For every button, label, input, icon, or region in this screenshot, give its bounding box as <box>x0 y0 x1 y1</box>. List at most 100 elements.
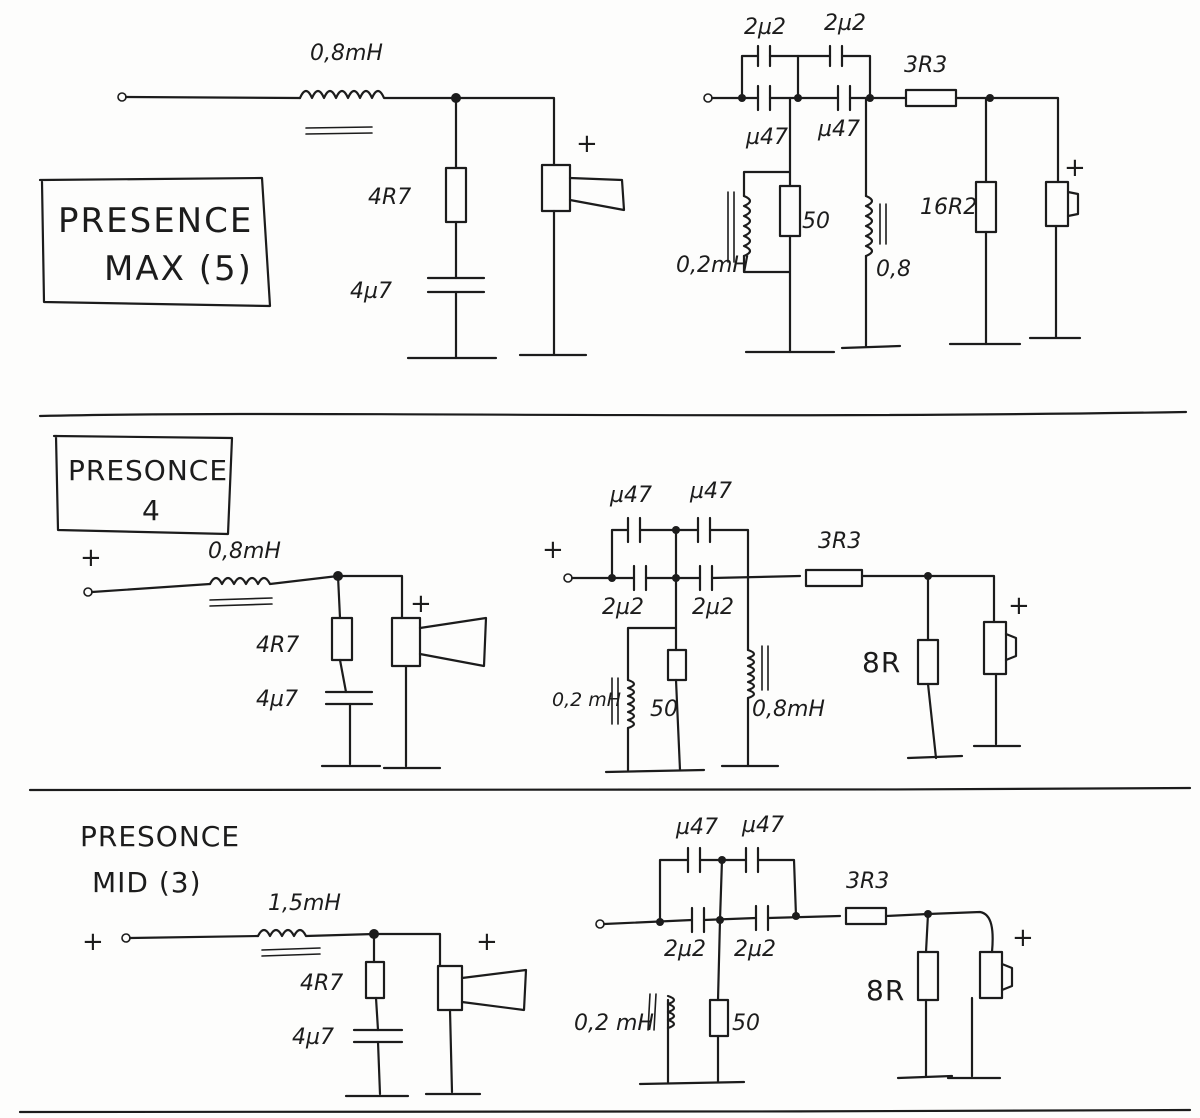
section-title-line1: PRESENCE <box>58 201 253 241</box>
cap-bottom-right <box>836 84 852 112</box>
inductor-core-lines <box>261 947 321 957</box>
speaker-plus-label: + <box>576 129 598 159</box>
inductor-core-lines <box>727 191 735 263</box>
tweeter-input-terminal <box>703 93 713 103</box>
cap-bottom-left <box>632 564 648 592</box>
input-plus-label: + <box>82 927 104 957</box>
shunt-resistor-label: 50 <box>732 1011 760 1036</box>
ground-line <box>604 768 706 774</box>
tweeter-input-terminal <box>563 573 573 583</box>
tweeter-top-wire <box>658 858 798 924</box>
shunt-resistor-label: 4R7 <box>300 971 343 996</box>
shunt-network-wire <box>626 576 682 772</box>
inductor-core-lines <box>761 645 769 691</box>
speaker-return-wire <box>424 1008 482 1096</box>
tweeter-network: 2µ2 2µ2 µ47 µ47 3R3 0,2mH 50 0,8 16R2 <box>676 11 1086 354</box>
shunt-resistor <box>708 998 730 1038</box>
cap-bottom-right <box>698 564 714 592</box>
tweeter-output-wire <box>954 96 1060 184</box>
cap-top-left <box>686 846 702 874</box>
tweeter-main-wire <box>570 574 802 580</box>
tweeter-speaker <box>1044 180 1070 228</box>
inductor-label: 1,5mH <box>268 891 341 916</box>
speaker-plus-label: + <box>1064 153 1086 183</box>
shunt-inductor-right-label: 0,8mH <box>752 697 825 722</box>
junction-dot <box>656 918 664 926</box>
shunt-capacitor-label: 4µ7 <box>350 279 392 304</box>
tweeter-speaker <box>978 950 1004 1000</box>
speaker-plus-label: + <box>1012 923 1034 953</box>
junction-dot <box>986 94 994 102</box>
tweeter-top-wire <box>740 54 872 100</box>
series-inductor <box>208 574 340 586</box>
junction-dot <box>866 94 874 102</box>
shunt-inductor-left <box>666 994 676 1030</box>
series-resistor-label: 3R3 <box>818 529 861 554</box>
shunt-inductor-right <box>864 194 874 258</box>
tweeter-network: + µ47 µ47 2µ2 2µ2 3R3 0,2 mH 5 <box>542 479 1030 774</box>
cap-top-left <box>756 44 772 68</box>
speaker-return-wire <box>382 664 442 770</box>
shunt-resistor-label: 4R7 <box>368 185 411 210</box>
cap-bottom-left <box>756 84 772 112</box>
inductor-label: 0,8mH <box>310 41 383 66</box>
cap-top-right <box>828 44 844 68</box>
cap-top-right-label: µ47 <box>741 813 784 838</box>
section-title-line2: MAX (5) <box>104 249 253 289</box>
section-title-line1: PRESONCE <box>68 454 228 487</box>
cap-bottom-right-label: µ47 <box>817 117 860 142</box>
cap-bottom-left-label: 2µ2 <box>602 595 644 620</box>
series-resistor <box>904 88 958 108</box>
series-inductor <box>256 928 376 938</box>
inductor-core-lines <box>647 993 657 1031</box>
shunt-capacitor <box>352 1028 404 1044</box>
junction-dot <box>794 94 802 102</box>
junction-dot <box>672 526 680 534</box>
junction-dot <box>718 856 726 864</box>
woofer-speaker <box>540 163 572 213</box>
shunt-inductor-left-label: 0,2 mH <box>574 1011 654 1036</box>
input-terminal <box>117 92 127 102</box>
shunt-resistor <box>778 184 802 238</box>
ground-line <box>840 344 902 350</box>
load-resistor-label: 16R2 <box>920 195 977 220</box>
shunt-capacitor-label: 4µ7 <box>292 1025 334 1050</box>
shunt-resistor-label: 50 <box>802 209 830 234</box>
shunt-resistor <box>444 166 468 224</box>
input-wire <box>124 95 302 100</box>
speaker-feed-wire <box>336 574 404 620</box>
woofer-speaker <box>390 616 422 668</box>
woofer-network: 0,8mH 4R7 4µ7 + <box>117 41 626 360</box>
shunt-network-wire <box>666 918 722 1084</box>
woofer-horn <box>418 616 488 668</box>
shunt-resistor <box>330 616 354 662</box>
inductor-core-lines <box>209 597 273 607</box>
series-resistor-label: 3R3 <box>904 53 947 78</box>
section-presence-mid: PRESONCE MID (3) + 1,5mH 4R7 4µ7 + <box>80 813 1034 1098</box>
section-title-line1: PRESONCE <box>80 820 240 853</box>
tweeter-output-wire <box>884 910 994 954</box>
load-resistor-wire <box>926 574 938 760</box>
shunt-capacitor <box>426 276 486 294</box>
tweeter-dome <box>1066 190 1080 218</box>
input-plus-label: + <box>80 543 102 573</box>
junction-dot <box>792 912 800 920</box>
woofer-horn <box>568 176 626 212</box>
load-resistor <box>916 638 940 686</box>
series-resistor-label: 3R3 <box>846 869 889 894</box>
series-inductor <box>298 89 460 100</box>
tweeter-input-terminal <box>595 919 605 929</box>
load-resistor-wire <box>924 912 930 1078</box>
divider-line-1 <box>38 410 1188 418</box>
shunt-resistor-label: 4R7 <box>256 633 299 658</box>
shunt-inductor-left-label: 0,2mH <box>676 253 749 278</box>
cap-bottom-right-label: 2µ2 <box>734 937 776 962</box>
shunt-inductor-right <box>746 648 756 700</box>
tweeter-main-wire <box>602 914 842 926</box>
title-box <box>52 434 234 536</box>
cap-top-right <box>696 516 712 544</box>
input-wire <box>90 582 212 594</box>
cap-bridge-wire <box>718 858 724 922</box>
